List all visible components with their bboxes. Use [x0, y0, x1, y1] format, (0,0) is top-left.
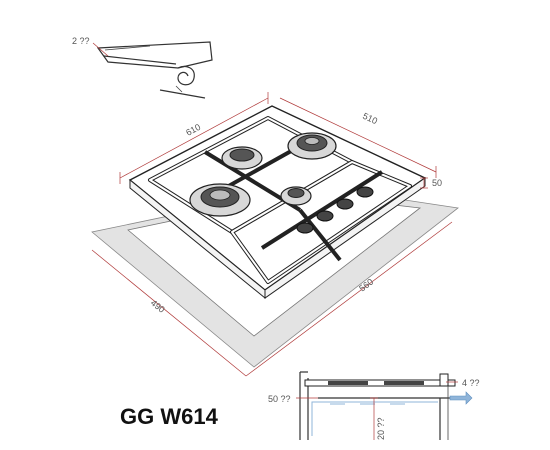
vent-gap-left-label: 50 ??: [268, 394, 291, 404]
burner-large: [189, 183, 251, 217]
hob-depth-label: 510: [361, 111, 379, 126]
hob-height-label: 50: [432, 178, 442, 188]
vent-gap-right-label: 4 ??: [462, 378, 480, 388]
cutout-depth-label: 490: [149, 298, 167, 315]
seal-detail: 2 ??: [72, 36, 213, 99]
seal-thickness-label: 2 ??: [72, 36, 90, 46]
model-title: GG W614: [120, 404, 219, 429]
pan-grates: [148, 116, 412, 284]
burner-back-right: [287, 132, 337, 160]
burner-small: [280, 186, 312, 206]
burners: [189, 132, 337, 217]
vent-min-gap-label: 20 ??: [376, 417, 386, 440]
burner-back-left: [221, 146, 263, 170]
control-knobs: [296, 186, 374, 234]
ventilation-detail: 50 ?? 4 ?? 20 ??: [268, 371, 480, 440]
hob-dimension-lines: 610 510 50: [119, 92, 442, 189]
